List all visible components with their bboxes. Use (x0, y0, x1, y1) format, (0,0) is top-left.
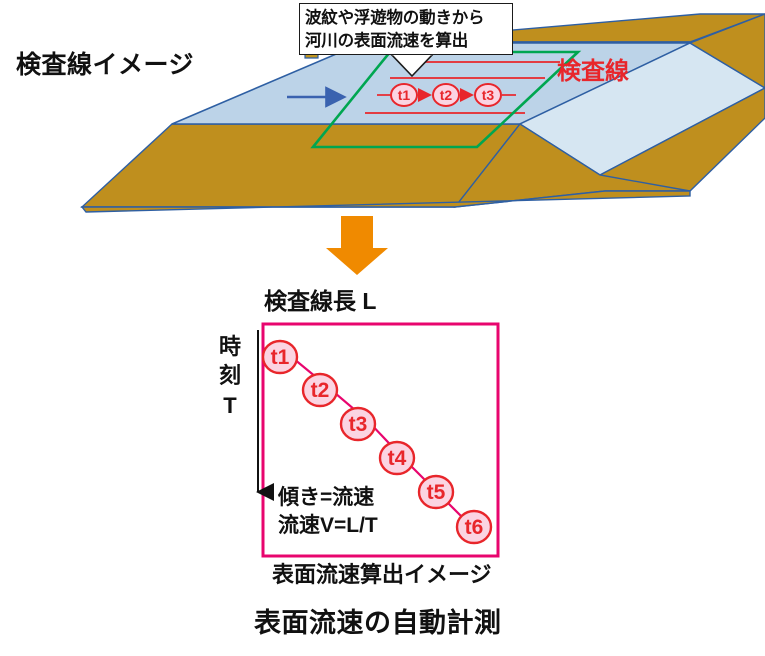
chart-point-t4 (378, 440, 416, 476)
transition-arrow (326, 216, 388, 275)
y-axis-char-1: 時 (219, 334, 242, 359)
left-floodplain (80, 123, 522, 208)
chart-box (261, 322, 500, 558)
river-3d-model (80, 13, 765, 213)
chart-x-axis-title: 検査線長 L (264, 288, 377, 314)
page-title: 表面流速の自動計測 (254, 608, 502, 638)
chart-point-t3 (339, 406, 377, 442)
marker-t1 (390, 83, 418, 107)
inspection-line-region (310, 50, 582, 149)
marker-t2 (432, 83, 460, 107)
callout-box (299, 3, 513, 55)
callout-text: 波紋や浮遊物の動きから河川の表面流速を算出 (305, 7, 485, 54)
y-axis-char-2: 刻 (219, 363, 242, 389)
chart-point-t5 (417, 474, 455, 510)
chart-annotation: 傾き=流速流速V=L/T (278, 484, 378, 540)
chart-point-t2 (301, 372, 339, 408)
foreground-bank (80, 190, 691, 213)
inspection-line-label: 検査線 (557, 58, 629, 85)
annotation-line-2: 流速V=L/T (278, 513, 378, 537)
y-axis-char-3: T (223, 392, 237, 418)
scene-left-label: 検査線イメージ (16, 51, 195, 79)
down-arrow-icon (326, 216, 388, 275)
velocity-chart (256, 322, 500, 558)
ripple-lines-group (365, 61, 560, 114)
marker-t3 (474, 83, 502, 107)
right-bank-wall (688, 13, 765, 89)
annotation-line-1: 傾き=流速 (278, 486, 375, 509)
surface-marker-row (377, 83, 516, 107)
chart-caption: 表面流速算出イメージ (272, 562, 492, 587)
chart-point-t6 (455, 509, 493, 545)
chart-point-t1 (261, 339, 299, 375)
callout-line-2: 河川の表面流速を算出 (305, 32, 469, 51)
callout-line-1: 波紋や浮遊物の動きから (305, 9, 485, 27)
chart-data-points (261, 339, 493, 545)
